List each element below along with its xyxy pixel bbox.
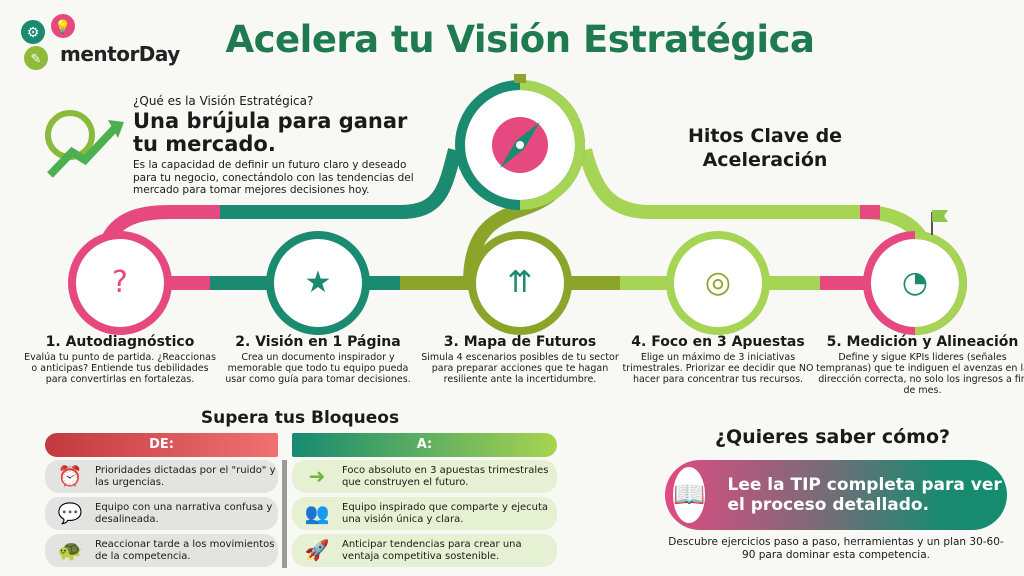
blocks-title: Supera tus Bloqueos: [200, 408, 400, 428]
arrow-right-icon: ➜: [308, 463, 326, 488]
svg-text:⚙: ⚙: [27, 25, 40, 41]
divider: [282, 460, 287, 568]
step-text: Simula 4 escenarios posibles de tu secto…: [421, 352, 619, 385]
gauge-icon: ◔: [901, 265, 929, 300]
step-title: 4. Foco en 3 Apuestas: [631, 334, 805, 350]
step-title: 2. Visión en 1 Página: [235, 334, 401, 350]
item-text: Equipo inspirado que comparte y ejecuta …: [342, 502, 549, 525]
to-header: A:: [292, 433, 557, 457]
intro-block: ¿Qué es la Visión Estratégica? Una brúju…: [133, 94, 423, 197]
list-item: 🐢 Reaccionar tarde a los movimientos de l…: [45, 534, 278, 567]
svg-text:💡: 💡: [55, 19, 71, 35]
open-book-icon: 📖: [673, 467, 706, 523]
list-item: 💬 Equipo con una narrativa confusa y desa…: [45, 497, 278, 530]
gear-icon: [21, 20, 45, 44]
from-header: DE:: [45, 433, 278, 457]
item-text: Equipo con una narrativa confusa y desal…: [95, 502, 273, 525]
list-item: 🚀 Anticipar tendencias para crear una ven…: [292, 534, 557, 567]
milestones-title: Hitos Clave de Aceleración: [687, 125, 843, 171]
targets-icon: ◎: [704, 265, 732, 300]
flag-icon: [932, 210, 948, 222]
intro-headline: Una brújula para ganar tu mercado.: [133, 109, 408, 156]
list-item: ⏰ Prioridades dictadas por el "ruido" y l…: [45, 460, 278, 493]
item-text: Anticipar tendencias para crear una vent…: [342, 539, 522, 562]
step-title: 3. Mapa de Futuros: [443, 334, 597, 350]
list-item: ➜ Foco absoluto en 3 apuestas trimestrale…: [292, 460, 557, 493]
item-text: Foco absoluto en 3 apuestas trimestrales…: [342, 465, 549, 488]
pencil-icon: [24, 46, 48, 70]
list-item: 👥 Equipo inspirado que comparte y ejecuta…: [292, 497, 557, 530]
binoculars-icon: ⇈: [507, 265, 533, 300]
step-text: Elige un máximo de 3 iniciativas trimest…: [622, 352, 814, 385]
scroll-star-icon: ★: [304, 265, 332, 300]
from-list: ⏰ Prioridades dictadas por el "ruido" y l…: [45, 460, 278, 567]
item-text: Prioridades dictadas por el "ruido" y la…: [95, 465, 276, 488]
item-text: Reaccionar tarde a los movimientos de la…: [95, 539, 275, 562]
page-title: Acelera tu Visión Estratégica: [225, 18, 815, 61]
step-title: 1. Autodiagnóstico: [45, 334, 195, 350]
clocks-icon: ⏰: [57, 463, 83, 488]
chat-bubbles-icon: 💬: [57, 500, 83, 525]
logo: mentorDay: [60, 42, 180, 66]
step-text: Define y sigue KPIs lideres (señales tem…: [816, 352, 1024, 396]
intro-description: Es la capacidad de definir un futuro cla…: [133, 159, 414, 196]
turtle-icon: 🐢: [57, 537, 83, 562]
intro-question: ¿Qué es la Visión Estratégica?: [133, 94, 314, 108]
read-tip-button[interactable]: 📖 Lee la TIP completa para ver el proces…: [665, 460, 1007, 530]
cta-subtext: Descubre ejercicios paso a paso, herrami…: [668, 536, 1004, 561]
step-text: Evalúa tu punto de partida. ¿Reaccionas …: [24, 352, 216, 385]
rocket-icon: 🚀: [304, 537, 330, 562]
to-list: ➜ Foco absoluto en 3 apuestas trimestrale…: [292, 460, 557, 567]
cta-label: Lee la TIP completa para ver el proceso …: [727, 475, 1002, 515]
step-text: Crea un documento inspirador y memorable…: [225, 352, 411, 385]
team-icon: 👥: [304, 500, 330, 525]
lightbulb-icon: [51, 14, 75, 38]
svg-text:✎: ✎: [31, 52, 42, 67]
cta-heading: ¿Quieres saber cómo?: [714, 426, 951, 448]
head-magnifier-icon: ?: [112, 265, 128, 300]
step-title: 5. Medición y Alineación: [826, 334, 1019, 350]
